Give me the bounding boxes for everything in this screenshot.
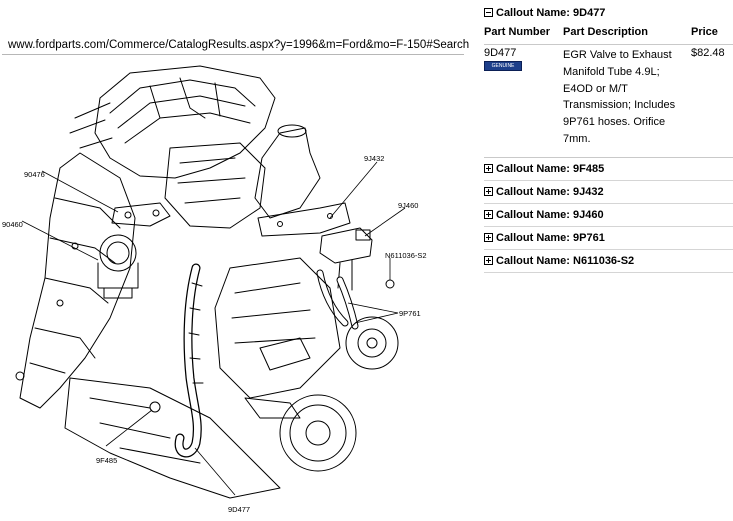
expand-icon[interactable] (484, 233, 493, 242)
expand-icon[interactable] (484, 164, 493, 173)
part-price: $82.48 (691, 47, 725, 59)
collapsed-callout-9P761[interactable]: Callout Name: 9P761 (484, 227, 733, 250)
table-row[interactable]: 9D477 GENUINE PARTS EGR Valve to Exhaust… (484, 45, 733, 157)
callout-title: Callout Name: N611036-S2 (496, 255, 635, 267)
column-part-number: Part Number (484, 26, 551, 38)
callout-label-9D477[interactable]: 9D477 (228, 505, 250, 514)
callout-label-90460[interactable]: 90460 (2, 220, 23, 229)
parts-panel: Callout Name: 9D477 Part Number Part Des… (484, 5, 733, 273)
callout-label-9J460[interactable]: 9J460 (398, 201, 418, 210)
callout-title: Callout Name: 9F485 (496, 163, 605, 175)
collapsed-callout-9F485[interactable]: Callout Name: 9F485 (484, 158, 733, 181)
url-divider (2, 54, 464, 55)
callout-label-9F485[interactable]: 9F485 (96, 456, 117, 465)
callout-title: Callout Name: 9D477 (496, 7, 606, 19)
callout-title: Callout Name: 9J432 (496, 186, 604, 198)
callout-title: Callout Name: 9J460 (496, 209, 604, 221)
callout-label-90476[interactable]: 90476 (24, 170, 45, 179)
engine-parts-diagram: 90476 90460 9J432 9J460 N611036-S2 9P761… (2, 65, 427, 514)
catalog-url-link[interactable]: www.fordparts.com/Commerce/CatalogResult… (8, 39, 470, 51)
parts-table-header: Part Number Part Description Price (484, 22, 733, 44)
genuine-parts-logo: GENUINE PARTS (484, 61, 522, 77)
part-description: EGR Valve to Exhaust Manifold Tube 4.9L;… (563, 49, 676, 145)
callout-label-9P761[interactable]: 9P761 (399, 309, 421, 318)
expand-icon[interactable] (484, 256, 493, 265)
collapse-icon[interactable] (484, 8, 493, 17)
collapsed-callout-9J460[interactable]: Callout Name: 9J460 (484, 204, 733, 227)
collapsed-callout-9J432[interactable]: Callout Name: 9J432 (484, 181, 733, 204)
collapsed-callout-N611036-S2[interactable]: Callout Name: N611036-S2 (484, 250, 733, 273)
callout-label-9J432[interactable]: 9J432 (364, 154, 384, 163)
callout-title: Callout Name: 9P761 (496, 232, 605, 244)
expand-icon[interactable] (484, 187, 493, 196)
header-divider (484, 44, 733, 45)
expand-icon[interactable] (484, 210, 493, 219)
column-part-description: Part Description (563, 26, 648, 38)
column-price: Price (691, 26, 718, 38)
expanded-callout-header[interactable]: Callout Name: 9D477 (484, 5, 733, 22)
row-divider (484, 157, 733, 158)
part-number-link[interactable]: 9D477 (484, 47, 517, 59)
callout-label-N611036-S2[interactable]: N611036-S2 (385, 251, 427, 260)
